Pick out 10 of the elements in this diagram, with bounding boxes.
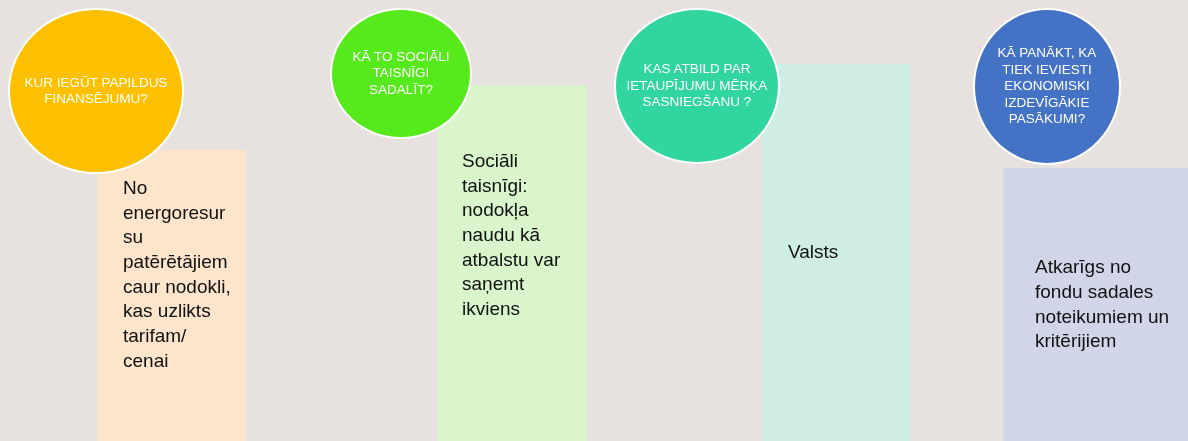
question-text: KUR IEGŪT PAPILDUS FINANSĒJUMU?: [23, 74, 169, 108]
answer-text: Atkarīgs no fondu sadales noteikumiem un kritērijiem: [1035, 255, 1171, 354]
answer-text: Sociāli taisnīgi: nodokļa naudu kā atbalstu var saņemt ikviens: [462, 149, 562, 322]
answer-panel: [438, 85, 587, 441]
answer-text: Valsts: [788, 240, 839, 265]
question-text: KĀ PANĀKT, KA TIEK IEVIESTI EKONOMISKI IZDEVĪGĀKIE PASĀKUMI?: [996, 45, 1098, 128]
question-text: KĀ TO SOCIĀLI TAISNĪGI SADALĪT?: [351, 48, 451, 99]
answer-text: No energoresursu patērētājiem caur nodokli, kas uzlikts tarifam/ cenai: [123, 176, 232, 373]
answer-panel: [97, 150, 246, 441]
question-text: KAS ATBILD PAR IETAUPĪJUMU MĒRĶA SASNIEGŠANU ?: [625, 61, 769, 111]
